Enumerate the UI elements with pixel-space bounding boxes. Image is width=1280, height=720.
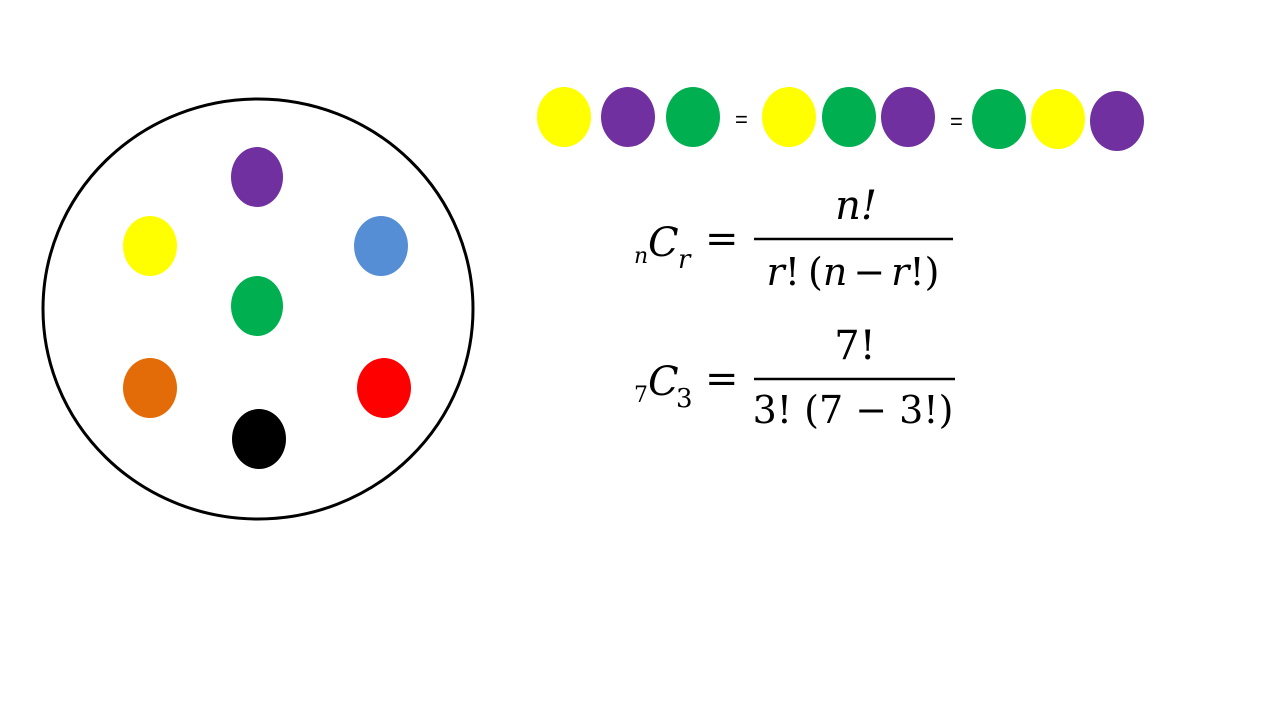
arrangement-dot (1031, 89, 1085, 149)
formula-specific-denominator: 3! (7 − 3!) (753, 388, 954, 432)
formula-general-base: C (648, 220, 679, 266)
bag-dot-red (357, 358, 411, 418)
formula-general-post-sub: r (678, 245, 692, 275)
formula-general-pre-sub: n (634, 244, 648, 269)
formula-specific-equals: = (705, 356, 739, 402)
bag-group (41, 97, 475, 521)
formula-general-numerator: n! (835, 183, 877, 229)
arrangement-dot (666, 87, 720, 147)
bag-dot-black (232, 409, 286, 469)
formula-general-denominator: r!(n−r!) (767, 250, 940, 294)
formula-specific-pre-sub: 7 (634, 383, 648, 408)
den-n: n (823, 250, 847, 294)
formula-specific-numerator: 7! (834, 323, 876, 369)
formula-general-equals: = (705, 216, 739, 262)
bag-dot-yellow (123, 216, 177, 276)
bag-dot-green (231, 276, 283, 336)
formula-specific-base: C (648, 359, 679, 405)
arrangement-dot (762, 87, 816, 147)
den-open: ( (808, 250, 823, 294)
equals-sign: = (735, 107, 748, 132)
bag-dot-orange (123, 358, 177, 418)
equals-sign: = (950, 109, 963, 134)
den-minus: − (853, 250, 885, 294)
bag-circle (41, 97, 475, 521)
formula-specific: 7 C 3 = 7! 3! (7 − 3!) (634, 323, 955, 432)
formula-general: n C r = n! r!(n−r!) (634, 183, 953, 294)
den-bang: ! (785, 250, 800, 294)
bag-dot-blue (354, 216, 408, 276)
arrangement-dot (822, 87, 876, 147)
arrangements-row: = = (537, 87, 1144, 151)
arrangement-dot (972, 89, 1026, 149)
arrangement-dot (1090, 91, 1144, 151)
den-r: r (767, 250, 788, 294)
arrangement-dot (601, 87, 655, 147)
den-close: !) (909, 250, 939, 294)
arrangement-dot (881, 87, 935, 147)
formula-specific-post-sub: 3 (676, 384, 693, 414)
den-r2: r (891, 250, 912, 294)
bag-dot-purple (231, 147, 283, 207)
arrangement-dot (537, 87, 591, 147)
